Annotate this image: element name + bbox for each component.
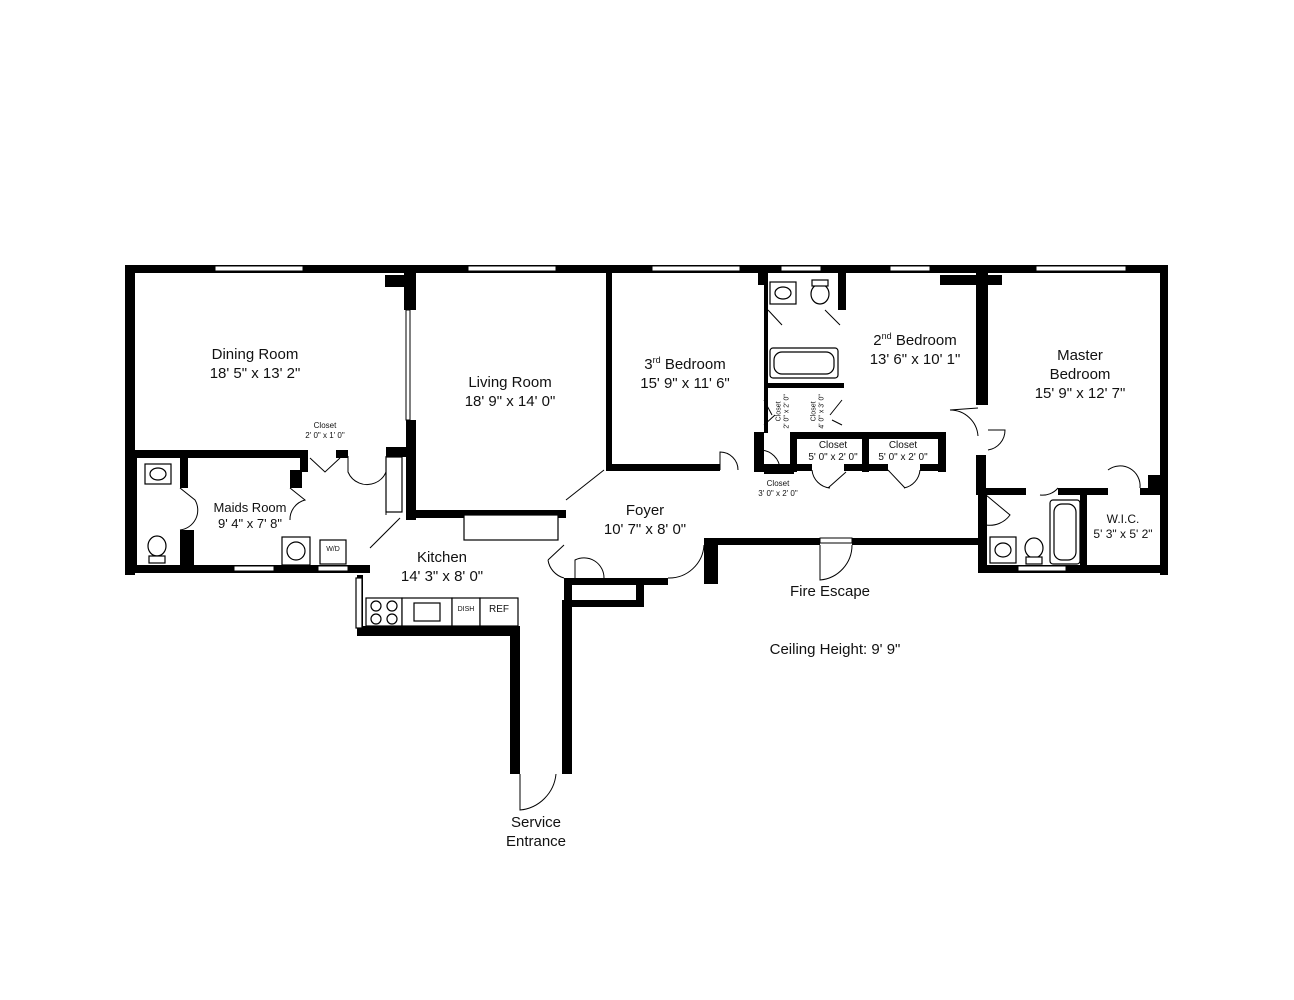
living-room-label: Living Room 18' 9" x 14' 0"	[450, 374, 570, 412]
fire-escape-label: Fire Escape	[789, 583, 871, 600]
dining-room-dims: 18' 5" x 13' 2"	[209, 364, 301, 382]
refrigerator-box	[479, 597, 519, 627]
toilet-2nd-bath	[810, 283, 830, 305]
third-bedroom-name: 3rd Bedroom	[644, 355, 726, 373]
foyer-label: Foyer 10' 7" x 8' 0"	[585, 502, 705, 540]
wic-label: W.I.C. 5' 3" x 5' 2"	[1088, 512, 1158, 542]
bedroom-closet-a-label: Closet 2' 0" x 2' 0"	[775, 394, 791, 429]
kitchen-label: Kitchen 14' 3" x 8' 0"	[382, 549, 502, 587]
maids-room-label: Maids Room 9' 4" x 7' 8"	[195, 500, 305, 533]
wic-dims: 5' 3" x 5' 2"	[1093, 527, 1153, 541]
living-room-name: Living Room	[468, 374, 552, 391]
second-bedroom-label: 2nd Bedroom 13' 6" x 10' 1"	[855, 331, 975, 370]
washer-dryer-label: W/D	[326, 546, 340, 553]
dining-room-name: Dining Room	[211, 346, 299, 363]
fixtures	[144, 279, 1081, 629]
ceiling-height-label: Ceiling Height: 9' 9"	[769, 641, 901, 658]
master-bedroom-dims: 15' 9" x 12' 7"	[1034, 384, 1126, 402]
hall-closet-1-label: Closet 5' 0" x 2' 0"	[808, 440, 858, 463]
second-bedroom-dims: 13' 6" x 10' 1"	[869, 350, 961, 368]
kitchen-name: Kitchen	[416, 549, 468, 566]
second-bedroom-name: 2nd Bedroom	[873, 331, 957, 349]
dining-room-label: Dining Room 18' 5" x 13' 2"	[195, 346, 315, 384]
dishwasher-box	[451, 597, 481, 627]
kitchen-window	[355, 577, 363, 629]
hall-closet-small-label: Closet 3' 0" x 2' 0"	[758, 479, 798, 498]
washer-dryer-box	[319, 539, 347, 565]
foyer-name: Foyer	[625, 502, 665, 519]
dining-cabinet	[385, 456, 403, 513]
master-bedroom-name-line2: Bedroom	[1049, 365, 1111, 383]
dining-closet-label: Closet 2' 0" x 1' 0"	[305, 421, 345, 440]
maids-room-dims: 9' 4" x 7' 8"	[217, 516, 283, 532]
toilet-maids-bath	[147, 535, 167, 557]
third-bedroom-label: 3rd Bedroom 15' 9" x 11' 6"	[625, 355, 745, 394]
foyer-dims: 10' 7" x 8' 0"	[603, 520, 687, 538]
hall-closet-2-label: Closet 5' 0" x 2' 0"	[878, 440, 928, 463]
toilet-master-bath	[1024, 537, 1044, 559]
kitchen-dims: 14' 3" x 8' 0"	[400, 567, 484, 585]
refrigerator-label: REF	[489, 604, 509, 615]
living-room-counter	[463, 514, 559, 541]
doors	[179, 309, 1141, 811]
master-bedroom-name-line1: Master	[1057, 347, 1103, 364]
third-bedroom-dims: 15' 9" x 11' 6"	[640, 374, 730, 392]
maids-room-name: Maids Room	[213, 500, 287, 515]
wic-name: W.I.C.	[1106, 512, 1140, 526]
master-bedroom-label: Master Bedroom 15' 9" x 12' 7"	[1020, 347, 1140, 403]
dishwasher-label: DISH	[457, 606, 475, 613]
windows	[214, 265, 1127, 572]
service-entrance-label: Service Entrance	[505, 814, 567, 850]
bedroom-closet-b-label: Closet 4' 0" x 3' 0"	[810, 394, 826, 429]
living-room-dims: 18' 9" x 14' 0"	[464, 392, 556, 410]
